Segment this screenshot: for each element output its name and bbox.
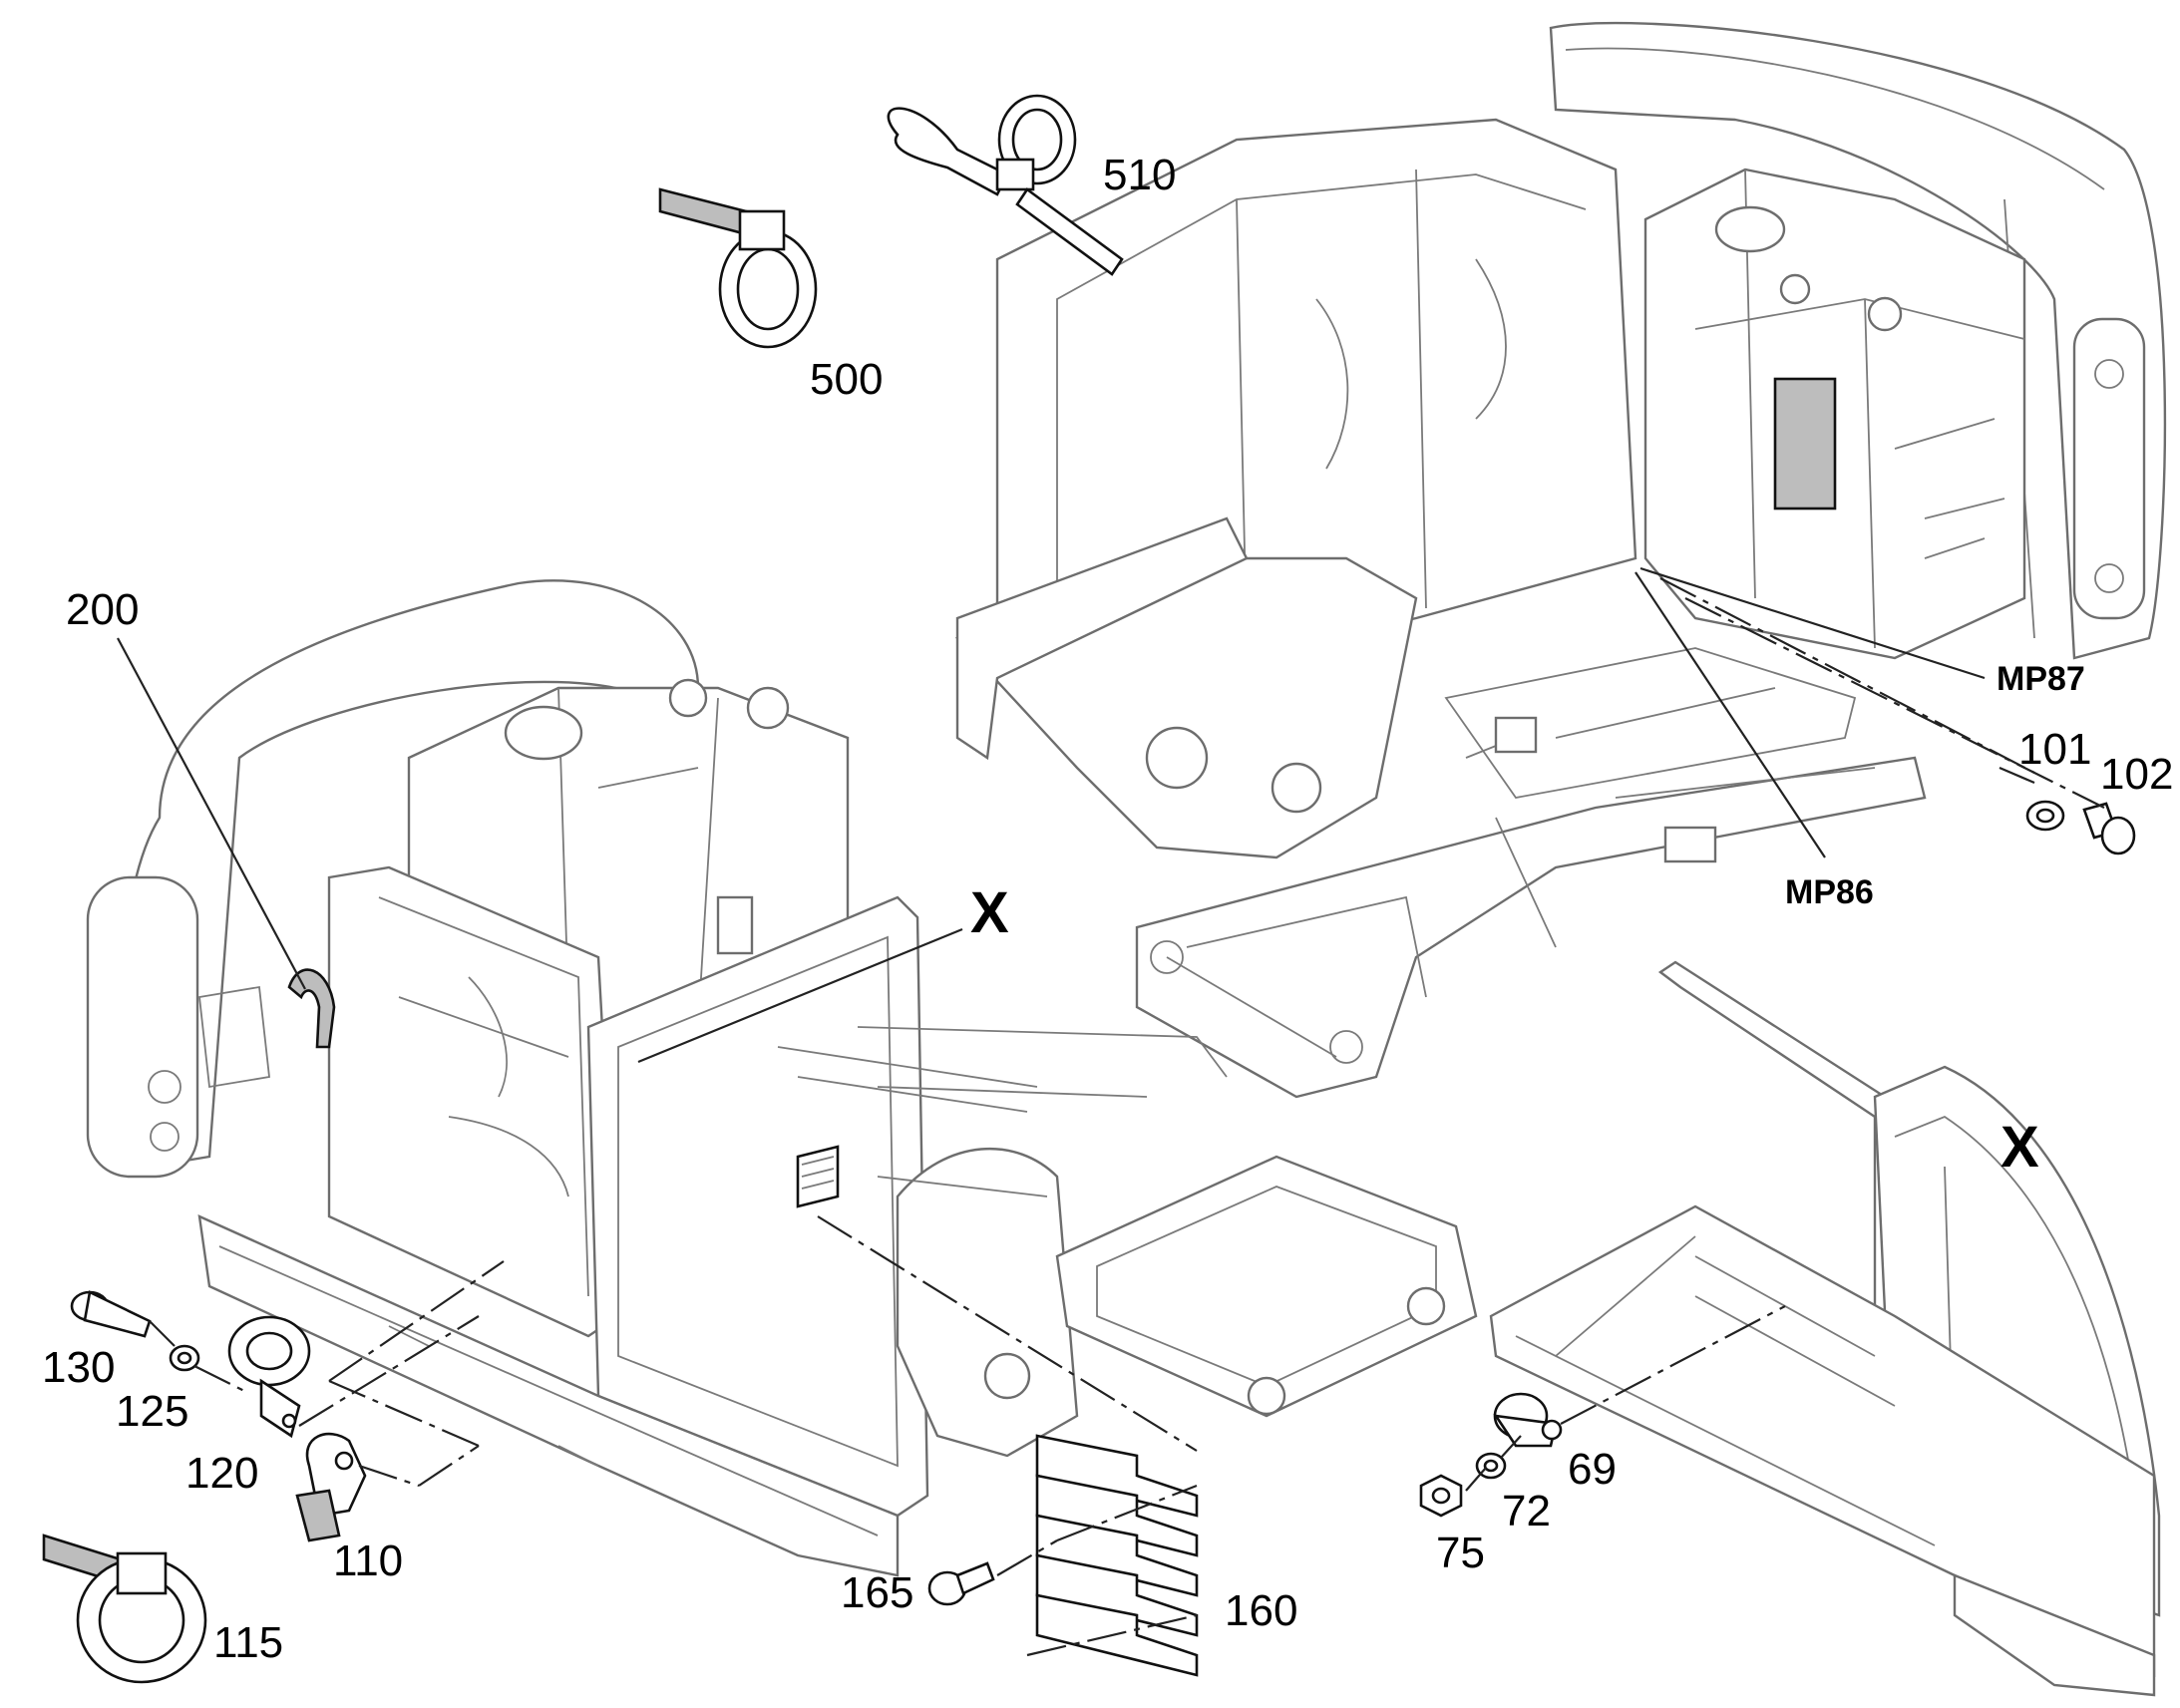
lower-vent-grille xyxy=(796,1145,840,1208)
callout-72: 72 xyxy=(1502,1487,1551,1536)
callout-mp86: MP86 xyxy=(1785,873,1874,911)
callout-x-detail: X xyxy=(2000,1115,2039,1180)
bolt-102 xyxy=(2082,802,2136,855)
callout-102: 102 xyxy=(2100,750,2173,799)
clip-110 xyxy=(295,1432,367,1542)
callout-101: 101 xyxy=(2018,725,2091,774)
upper-left-arm xyxy=(955,516,1249,761)
lower-hood-side-panel xyxy=(86,875,199,1179)
washer-72 xyxy=(1475,1452,1507,1480)
upper-rear-hood xyxy=(1549,21,2167,660)
callout-200: 200 xyxy=(66,585,139,634)
clamp-69 xyxy=(1493,1392,1563,1448)
cable-tie-115 xyxy=(42,1534,207,1684)
cable-tie-510 xyxy=(887,94,1124,276)
callout-x-main: X xyxy=(970,880,1009,945)
upper-fuse-block xyxy=(1773,377,1837,511)
upper-hood-side-panel xyxy=(2072,317,2146,620)
clamp-120 xyxy=(227,1315,311,1439)
nut-75 xyxy=(1419,1474,1463,1518)
washer-101 xyxy=(2025,800,2065,832)
callout-mp87: MP87 xyxy=(1997,660,2085,698)
wire-loom-200 xyxy=(287,968,336,1049)
callout-125: 125 xyxy=(116,1387,188,1436)
callout-160: 160 xyxy=(1225,1586,1297,1635)
callout-500: 500 xyxy=(810,355,883,404)
callout-69: 69 xyxy=(1568,1445,1617,1494)
callout-115: 115 xyxy=(213,1618,283,1667)
upper-chassis-floor xyxy=(1135,756,1927,1099)
detail-chassis-beam xyxy=(1489,1204,2156,1677)
bolt-130 xyxy=(70,1290,152,1338)
washer-125 xyxy=(169,1344,200,1372)
callout-110: 110 xyxy=(333,1537,403,1585)
leader-lines xyxy=(117,566,2105,1657)
bolt-165 xyxy=(927,1561,995,1606)
plates-160 xyxy=(1035,1434,1199,1677)
callout-510: 510 xyxy=(1103,151,1176,199)
callout-130: 130 xyxy=(42,1343,115,1392)
lower-boom-carrier xyxy=(896,1147,1079,1458)
cable-tie-500 xyxy=(658,187,818,349)
callout-labels: 200 500 510 MP87 MP86 101 102 X X 130 12… xyxy=(42,151,2173,1667)
detail-x-view xyxy=(1489,960,2161,1697)
callout-75: 75 xyxy=(1436,1529,1485,1577)
lower-frame-assembly xyxy=(86,579,1478,1577)
callout-165: 165 xyxy=(841,1568,913,1617)
callout-120: 120 xyxy=(185,1449,258,1498)
